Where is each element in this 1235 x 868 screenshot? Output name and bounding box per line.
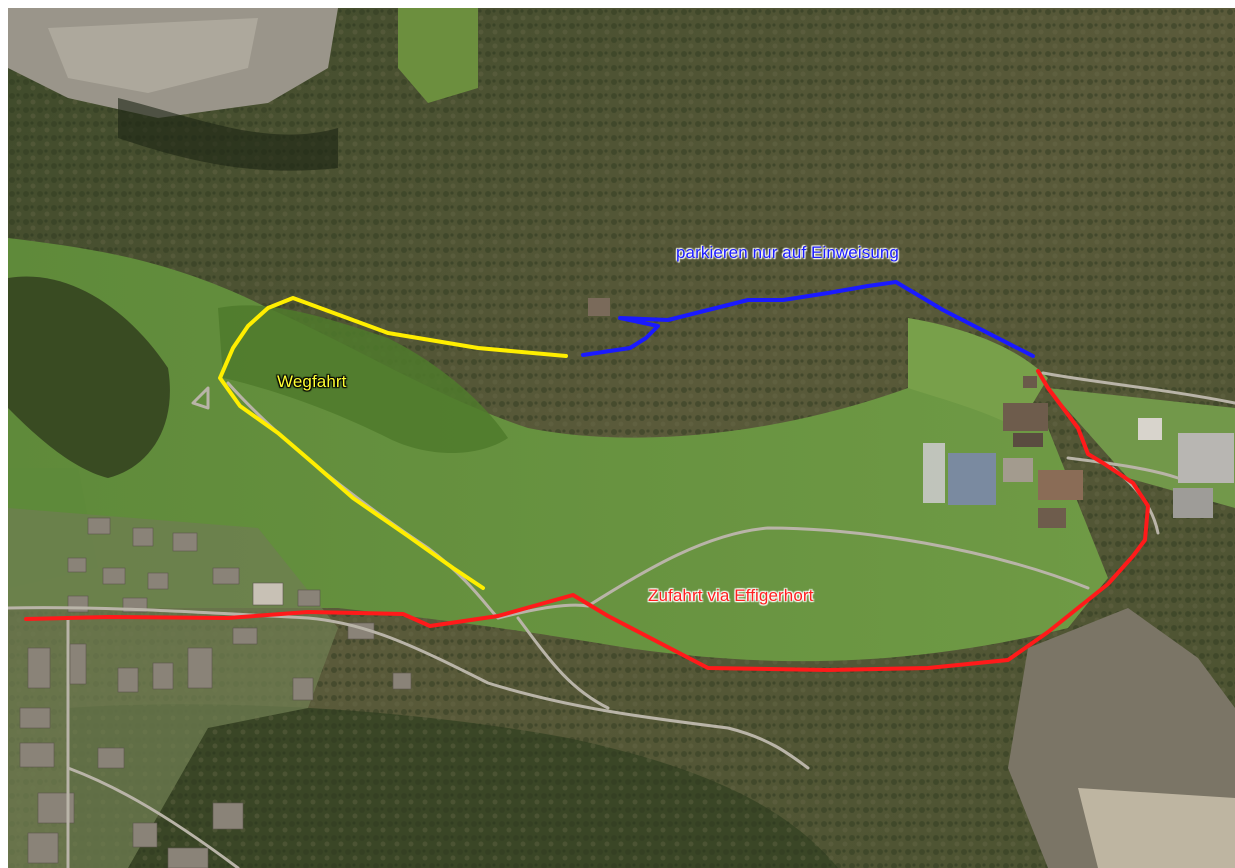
access-route-label: Zufahrt via Effigerhort — [648, 586, 814, 605]
exit-route-label: Wegfahrt — [277, 372, 347, 391]
exit-route-line — [218, 296, 568, 590]
shadow-area — [118, 98, 338, 171]
field-area — [218, 305, 508, 453]
aerial-map[interactable]: parkieren nur auf Einweisung Wegfahrt Zu… — [8, 8, 1235, 868]
aerial-map-image — [8, 8, 1235, 868]
parking-route-line — [581, 280, 1035, 358]
farm-buildings — [588, 298, 1234, 528]
access-route-line — [24, 369, 1150, 672]
roads — [8, 371, 1235, 868]
parking-route-label: parkieren nur auf Einweisung — [676, 243, 899, 262]
